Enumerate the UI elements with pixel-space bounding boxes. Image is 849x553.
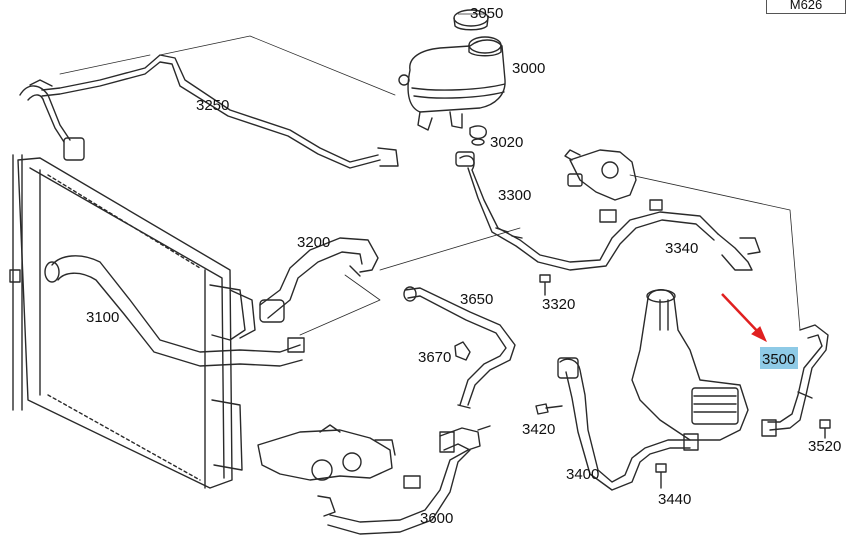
hose-3300-drawing [455,151,761,271]
hose-3600-drawing [317,425,491,535]
hose-3250-drawing [19,35,399,169]
label-3250[interactable]: 3250 [196,97,229,114]
oil-filter-housing-drawing [631,289,749,441]
bolt-3520-drawing [819,419,831,439]
label-3050[interactable]: 3050 [470,5,503,22]
label-3600[interactable]: 3600 [420,510,453,527]
hose-3100-drawing [44,227,521,367]
hose-3650-drawing [403,286,516,409]
label-3650[interactable]: 3650 [460,291,493,308]
model-code-box: M626 [766,0,846,14]
label-3300[interactable]: 3300 [498,187,531,204]
radiator-drawing [9,154,246,489]
hose-3200-drawing [259,237,379,323]
arrow-icon [721,293,767,343]
hose-3400-drawing [557,357,699,491]
bolt-3420-drawing [535,403,563,415]
water-pump-drawing [257,424,396,481]
label-3200[interactable]: 3200 [297,234,330,251]
label-3340[interactable]: 3340 [665,240,698,257]
label-3000[interactable]: 3000 [512,60,545,77]
bolt-3320-drawing [539,274,551,296]
washer-3020-drawing [471,138,485,146]
hose-3500-drawing [761,324,829,437]
label-3500[interactable]: 3500 [762,351,795,368]
expansion-tank-drawing [398,9,506,140]
bolt-3440-drawing [655,463,667,489]
label-3100[interactable]: 3100 [86,309,119,326]
label-3020[interactable]: 3020 [490,134,523,151]
label-3420[interactable]: 3420 [522,421,555,438]
label-3520[interactable]: 3520 [808,438,841,455]
label-3320[interactable]: 3320 [542,296,575,313]
label-3670[interactable]: 3670 [418,349,451,366]
label-3440[interactable]: 3440 [658,491,691,508]
clip-3670-drawing [454,341,471,361]
label-3400[interactable]: 3400 [566,466,599,483]
thermostat-housing-drawing [564,149,801,331]
highlight-box [760,347,798,369]
